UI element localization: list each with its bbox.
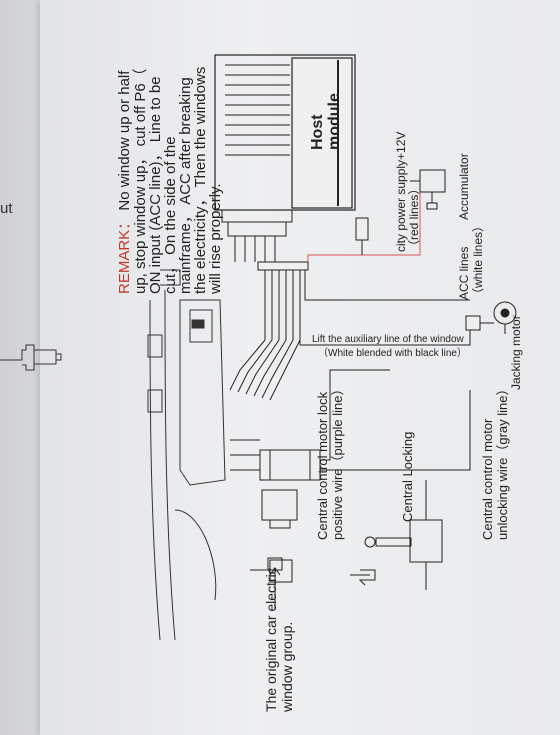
- window-switch-panel: [147, 269, 226, 641]
- acc-wire: [304, 270, 470, 301]
- remark-line-7: will rise properly.: [207, 183, 224, 295]
- accumulator-icon: [410, 169, 446, 210]
- svg-text:REMARK： No window up o: REMARK： No window up or half: [116, 70, 133, 294]
- central-locking-label: Central Locking: [400, 432, 415, 522]
- remark-line-1: No window up or half: [116, 70, 133, 211]
- module-connector: [221, 209, 309, 271]
- jacking-motor-icon: [480, 301, 517, 334]
- window-group-arrow: [269, 567, 281, 610]
- lock-wire: [320, 369, 390, 461]
- remark-line-5: mainframe， ACC after breaking: [177, 77, 194, 294]
- remark-line-6: the electricity， Then the windows: [192, 67, 209, 294]
- window-group-line1: The original car electric: [263, 567, 279, 712]
- acc-connector: [465, 315, 481, 331]
- unlock-wire-line1: Central control motor: [480, 418, 495, 540]
- corner-text-fragment: ut: [0, 200, 13, 217]
- remark-line-4: cut， On the side of the: [162, 136, 179, 294]
- power-supply-line2: （red lines）: [407, 183, 421, 252]
- remark-block: REMARK： No window up or half up, stop wi…: [116, 67, 224, 295]
- power-wire-red: [307, 180, 421, 262]
- acc-lines-line1: ACC lines: [457, 247, 471, 300]
- accumulator-label: Accumulator: [457, 153, 471, 220]
- acc-lines-line2: （white lines）: [471, 220, 485, 300]
- aux-line-line2: （White blended with black line）: [318, 347, 467, 359]
- fuse: [355, 217, 369, 241]
- remark-line-3: ON input (ACC line)， Line to be: [147, 76, 164, 294]
- central-locking-actuator: [350, 480, 443, 590]
- aux-lift-wire: [299, 320, 471, 346]
- side-connector: [0, 344, 62, 371]
- power-supply-line1: city power supply+12V: [394, 132, 408, 252]
- wire-bundle: [229, 270, 301, 401]
- host-module-line2: module: [326, 93, 343, 150]
- jacking-motor-label: Jacking motor: [509, 315, 523, 390]
- window-group-hatch: [267, 557, 283, 571]
- aux-line-line1: Lift the auxiliary line of the window: [312, 334, 465, 345]
- lock-wire-line2: positive wire（purple line）: [330, 382, 345, 540]
- remark-label: REMARK：: [116, 215, 133, 294]
- unlock-wire-line2: unlocking wire（gray line）: [495, 382, 510, 540]
- host-module: [214, 54, 356, 211]
- unlock-wire: [320, 390, 471, 471]
- lock-wire-line1: Central control motor lock: [315, 391, 330, 540]
- window-group-line2: window group.: [279, 622, 295, 713]
- remark-line-2: up, stop window up， cut off P6（: [132, 68, 149, 294]
- harness-connector: [230, 439, 321, 583]
- host-module-line1: Host: [309, 114, 326, 150]
